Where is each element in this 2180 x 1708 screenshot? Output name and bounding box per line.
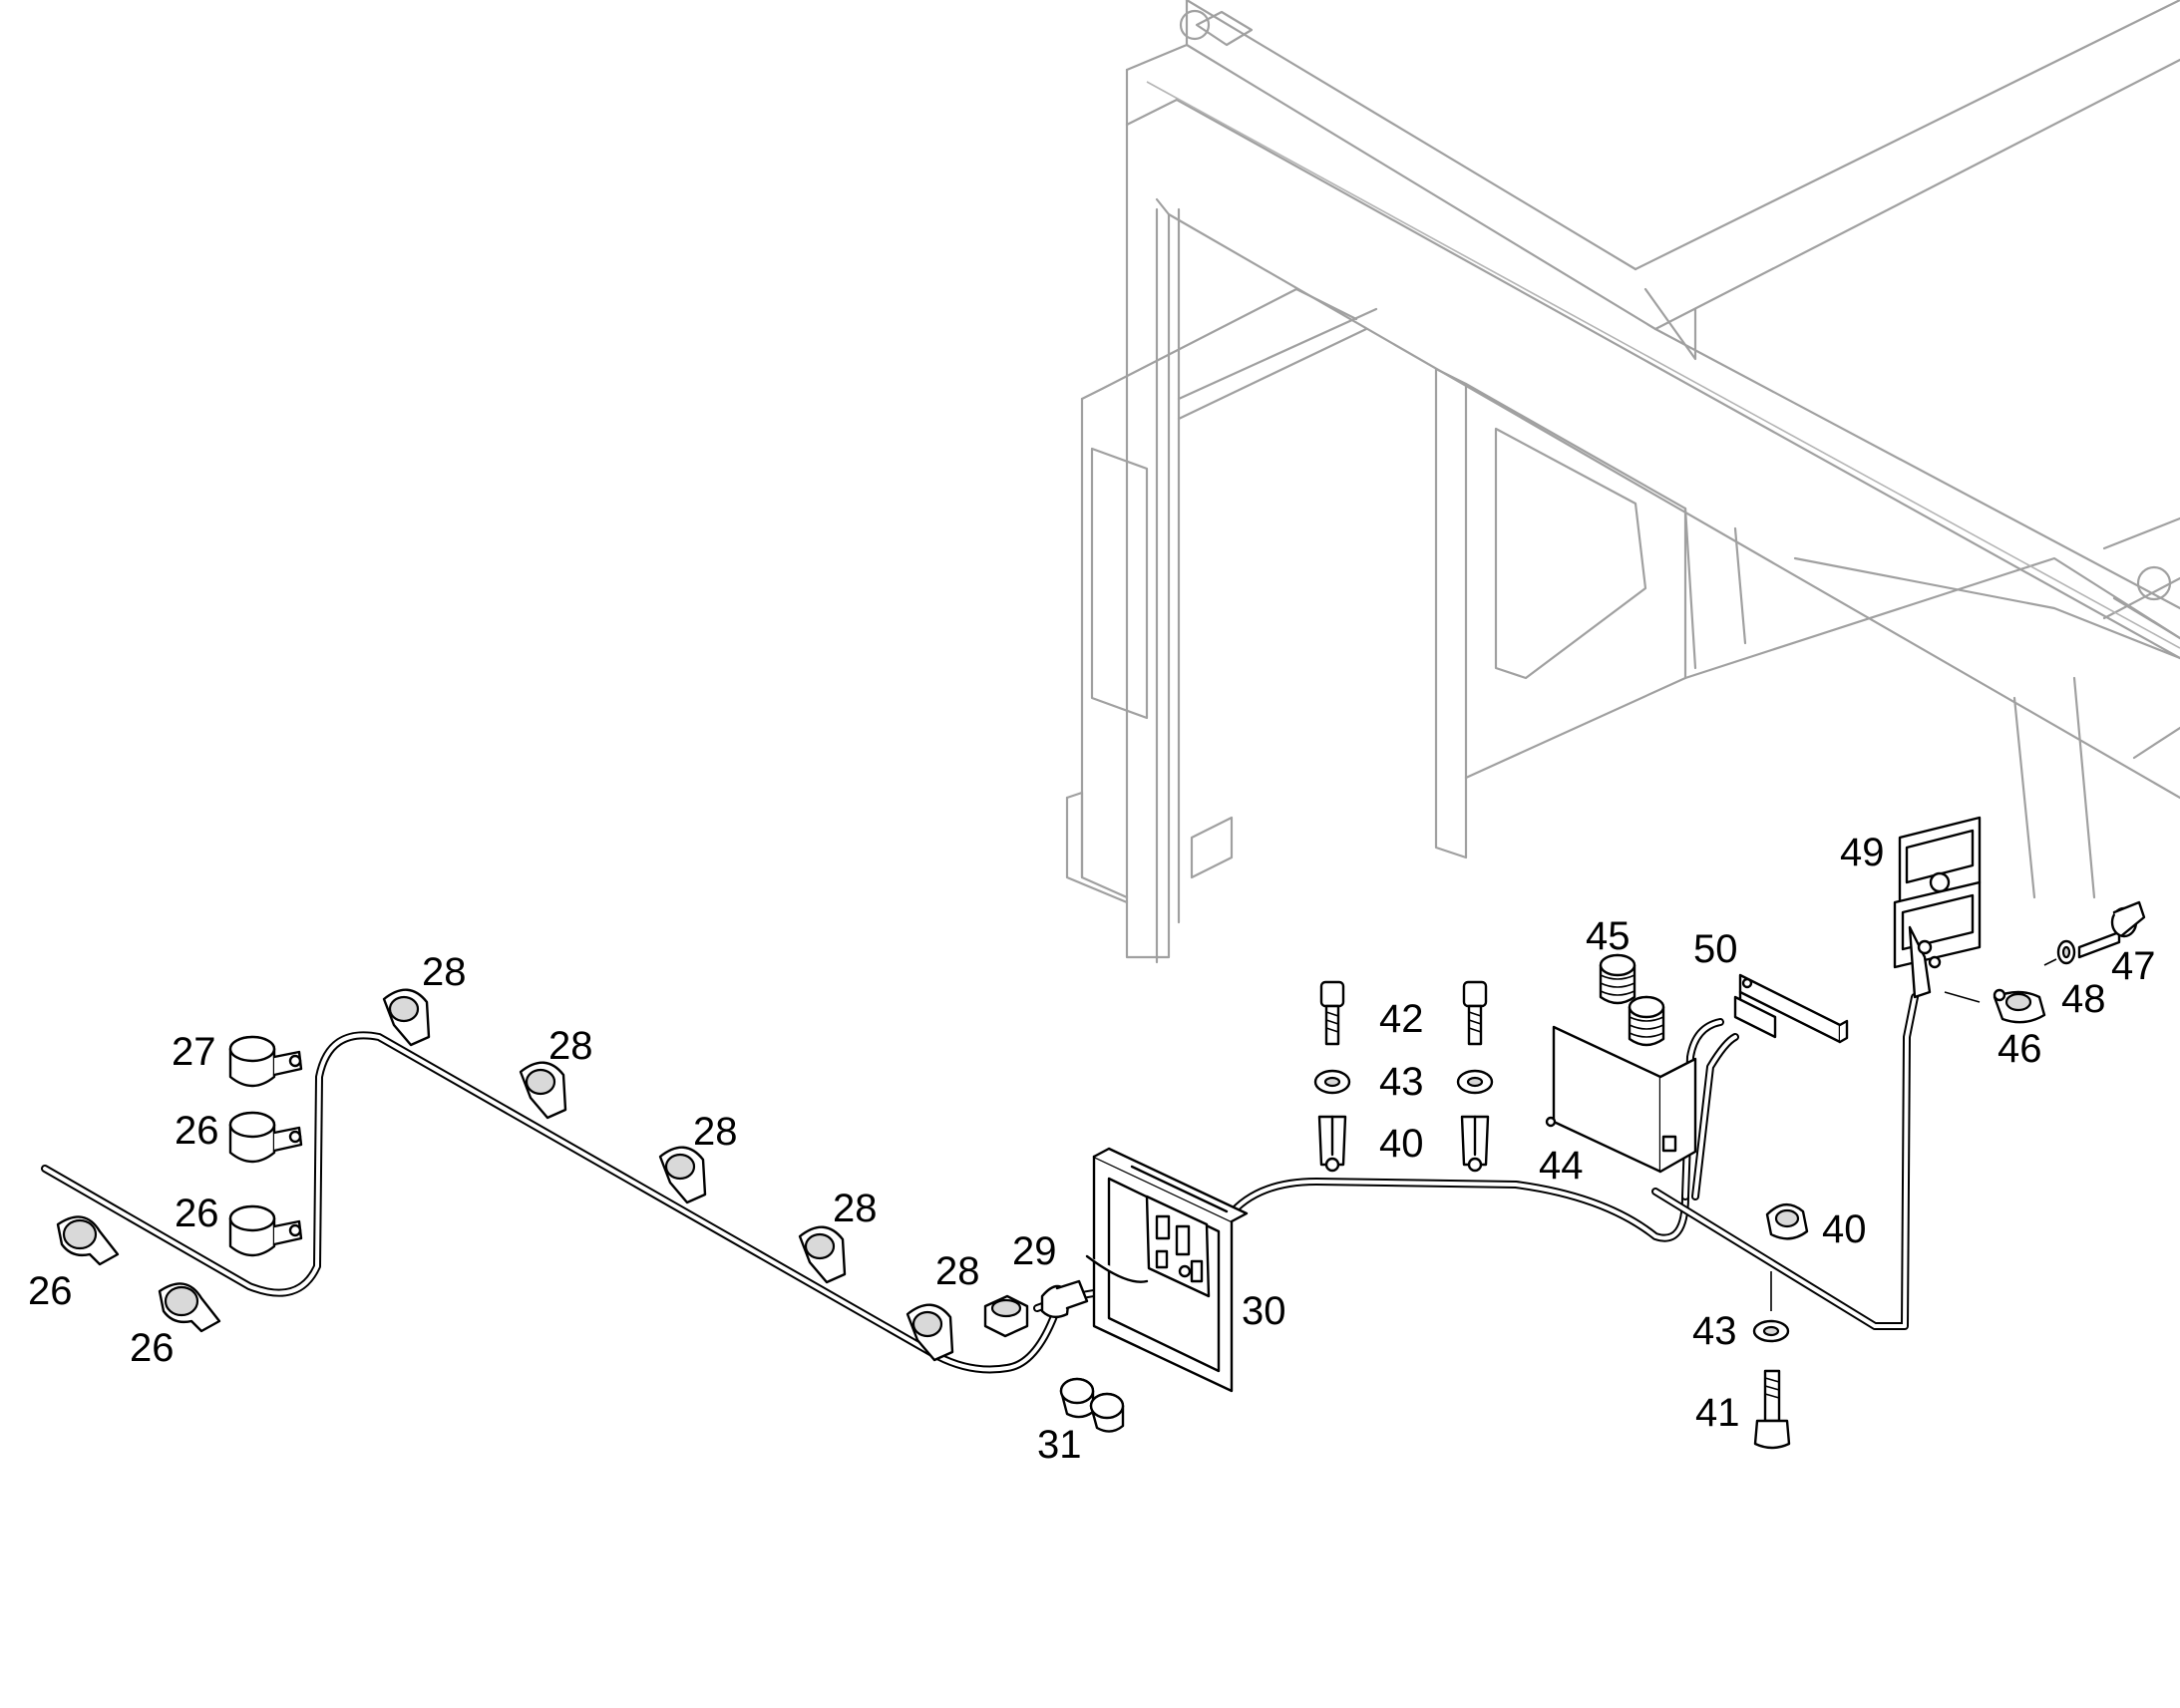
clamp-28-5 (906, 1303, 954, 1362)
callout-28: 28 (693, 1110, 738, 1154)
bracket-50 (1733, 973, 1849, 1044)
bolt-41 (1753, 1369, 1791, 1450)
callout-26: 26 (130, 1326, 175, 1370)
callout-29: 29 (1012, 1229, 1057, 1273)
callout-28: 28 (833, 1187, 878, 1230)
washer-43-right (1456, 1069, 1494, 1095)
mounting-plate-44 (1545, 1025, 1697, 1174)
clamp-46 (1944, 988, 2046, 1024)
clamp-27 (228, 1035, 303, 1088)
washer-43-bottom (1752, 1271, 1790, 1343)
callout-50: 50 (1693, 927, 1738, 971)
callout-40: 40 (1822, 1207, 1867, 1251)
clamp-40-right (1765, 1203, 1809, 1240)
anchor-40-right (1460, 1115, 1490, 1173)
washer-48 (2043, 939, 2076, 966)
cable-gland-29 (983, 1279, 1089, 1338)
callout-28: 28 (548, 1024, 593, 1068)
callout-47: 47 (2111, 944, 2156, 988)
bolt-42-left (1319, 980, 1345, 1046)
clamp-26-lower (158, 1282, 221, 1333)
clamp-28-1 (382, 988, 431, 1047)
clamp-26-middle (228, 1204, 303, 1257)
clamp-26-upper (228, 1111, 303, 1164)
callout-45: 45 (1586, 914, 1631, 958)
callout-46: 46 (1998, 1027, 2042, 1071)
bolt-47 (2077, 900, 2146, 959)
callout-26: 26 (175, 1109, 219, 1153)
callout-43: 43 (1692, 1309, 1737, 1353)
callout-27: 27 (172, 1030, 216, 1074)
cable-gland-45 (1599, 953, 1665, 1047)
callout-labels: 26 26 26 26 27 28 28 28 28 28 29 30 31 4… (28, 831, 2156, 1467)
bolt-42-right (1462, 980, 1488, 1046)
callout-43: 43 (1379, 1060, 1424, 1104)
clamp-26-left (56, 1215, 120, 1266)
callout-30: 30 (1242, 1289, 1286, 1333)
clamp-28-3 (658, 1146, 707, 1204)
callout-26: 26 (28, 1269, 73, 1313)
callout-48: 48 (2061, 977, 2106, 1021)
callout-31: 31 (1037, 1423, 1082, 1467)
clamp-28-4 (798, 1225, 847, 1284)
callout-44: 44 (1539, 1144, 1584, 1188)
connector-box-30 (1085, 1147, 1249, 1393)
cable-harness (41, 993, 1919, 1374)
clamp-28-2 (519, 1061, 567, 1120)
callout-40: 40 (1379, 1122, 1424, 1166)
cable-gland-31 (1059, 1377, 1125, 1433)
anchor-40-left (1317, 1115, 1347, 1173)
washer-43-left (1313, 1069, 1351, 1095)
socket-49 (1893, 816, 1982, 999)
callout-28: 28 (422, 950, 467, 994)
callout-28: 28 (935, 1249, 980, 1293)
callout-42: 42 (1379, 997, 1424, 1041)
callout-49: 49 (1840, 831, 1885, 874)
callout-41: 41 (1695, 1391, 1740, 1435)
machine-frame (1065, 0, 2180, 964)
callout-26: 26 (175, 1192, 219, 1235)
